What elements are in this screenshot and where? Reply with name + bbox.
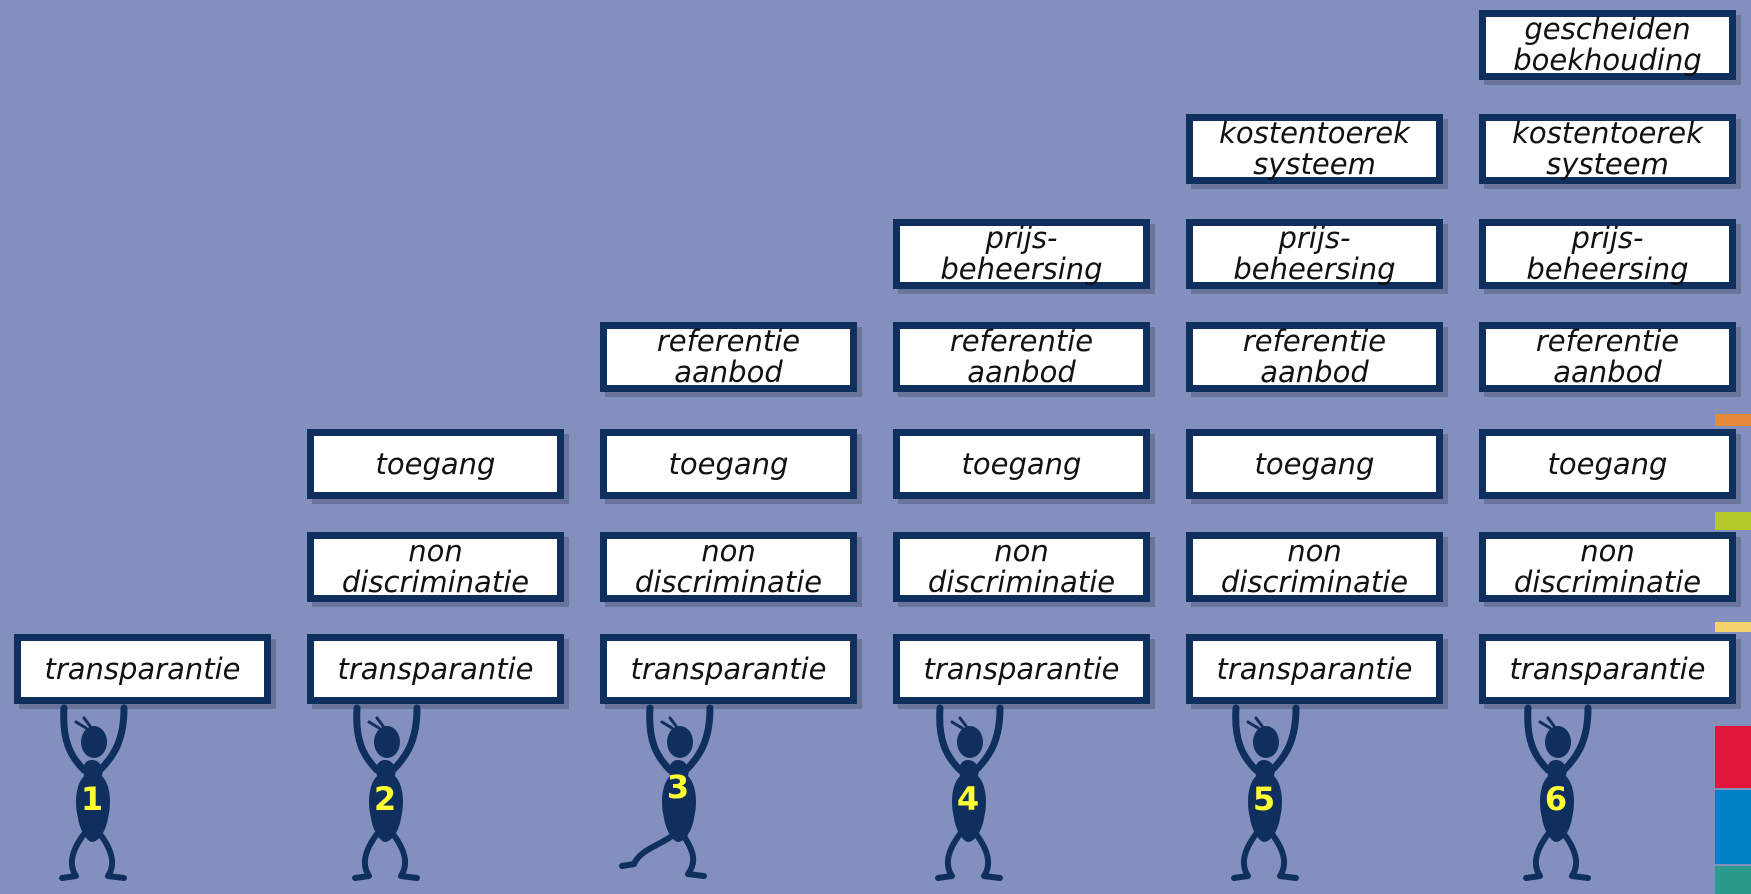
column-5-figure: 5 bbox=[1204, 700, 1324, 881]
block-non: non discriminatie bbox=[1479, 532, 1736, 602]
block-toegang: toegang bbox=[600, 429, 857, 499]
column-number: 5 bbox=[1253, 780, 1275, 818]
column-number: 1 bbox=[81, 780, 103, 818]
edge-bar-teal bbox=[1715, 866, 1751, 894]
block-toegang: toegang bbox=[893, 429, 1150, 499]
block-transparantie: transparantie bbox=[600, 634, 857, 704]
stick-figure-icon: 2 bbox=[352, 704, 421, 881]
stick-figure-icon: 3 bbox=[619, 704, 714, 879]
block-gescheiden: gescheiden boekhouding bbox=[1479, 10, 1736, 80]
edge-bar-lime bbox=[1715, 512, 1751, 530]
block-transparantie: transparantie bbox=[893, 634, 1150, 704]
edge-bar-orange bbox=[1715, 414, 1751, 426]
block-transparantie: transparantie bbox=[1186, 634, 1443, 704]
block-transparantie: transparantie bbox=[1479, 634, 1736, 704]
column-number: 3 bbox=[667, 768, 689, 806]
edge-bar-red bbox=[1715, 726, 1751, 788]
block-referentie: referentie aanbod bbox=[600, 322, 857, 392]
stick-figure-icon: 4 bbox=[935, 704, 1004, 881]
block-non: non discriminatie bbox=[1186, 532, 1443, 602]
block-toegang: toegang bbox=[1479, 429, 1736, 499]
edge-bar-blue bbox=[1715, 790, 1751, 864]
block-non: non discriminatie bbox=[307, 532, 564, 602]
block-non: non discriminatie bbox=[893, 532, 1150, 602]
block-non: non discriminatie bbox=[600, 532, 857, 602]
block-toegang: toegang bbox=[1186, 429, 1443, 499]
block-kostentoerek: kostentoerek systeem bbox=[1479, 114, 1736, 184]
block-prijs: prijs- beheersing bbox=[1479, 219, 1736, 289]
stick-figure-icon: 1 bbox=[59, 704, 128, 881]
block-transparantie: transparantie bbox=[14, 634, 271, 704]
block-prijs: prijs- beheersing bbox=[1186, 219, 1443, 289]
block-referentie: referentie aanbod bbox=[1186, 322, 1443, 392]
column-4-figure: 4 bbox=[908, 700, 1028, 881]
block-referentie: referentie aanbod bbox=[893, 322, 1150, 392]
column-number: 2 bbox=[374, 780, 396, 818]
block-kostentoerek: kostentoerek systeem bbox=[1186, 114, 1443, 184]
block-toegang: toegang bbox=[307, 429, 564, 499]
stick-figure-icon: 6 bbox=[1523, 704, 1592, 881]
block-prijs: prijs- beheersing bbox=[893, 219, 1150, 289]
stick-figure-icon: 5 bbox=[1231, 704, 1300, 881]
block-referentie: referentie aanbod bbox=[1479, 322, 1736, 392]
column-1-figure: 1 bbox=[32, 700, 152, 881]
block-transparantie: transparantie bbox=[307, 634, 564, 704]
column-number: 4 bbox=[957, 780, 979, 818]
edge-bar-yellow bbox=[1715, 622, 1751, 632]
column-6-figure: 6 bbox=[1496, 700, 1616, 881]
column-number: 6 bbox=[1545, 780, 1567, 818]
column-3-figure: 3 bbox=[618, 700, 738, 880]
column-2-figure: 2 bbox=[325, 700, 445, 881]
